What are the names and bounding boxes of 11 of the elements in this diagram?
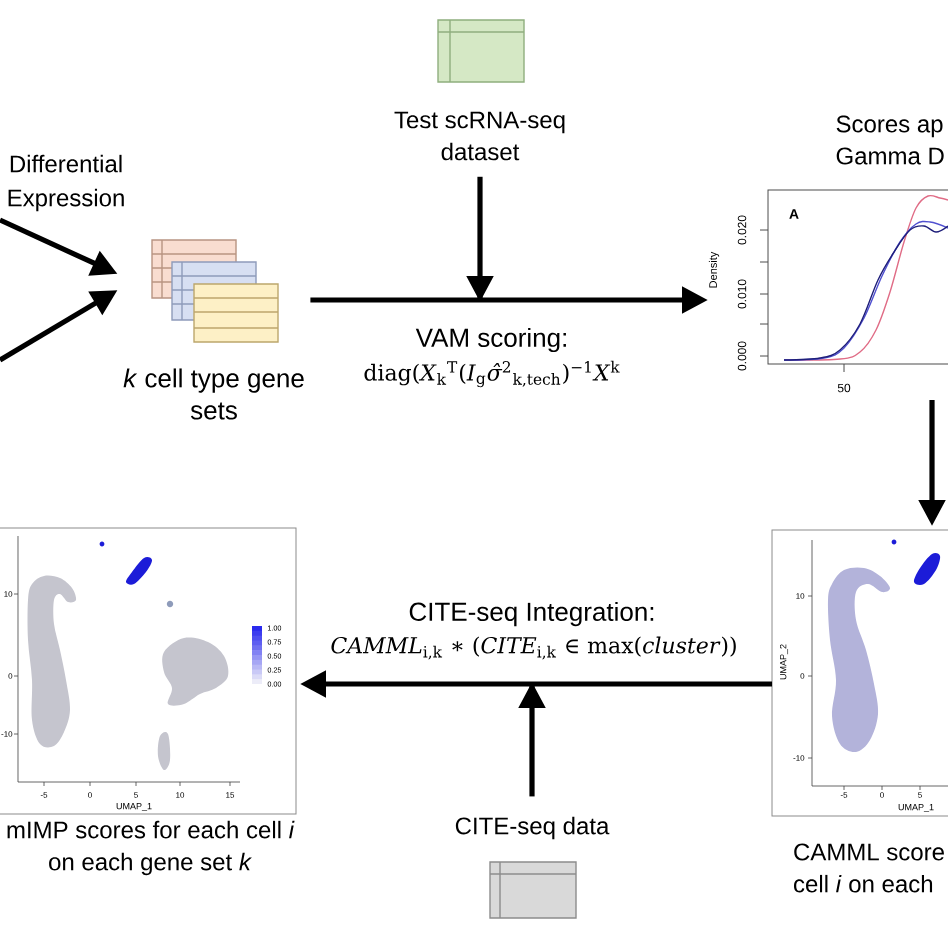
node-label: k cell type gene sets (123, 368, 304, 420)
plot-caption: CAMML score cell i on each (794, 843, 944, 893)
plot-title: Scores ap Gamma D (836, 115, 944, 165)
node-label: CITE-seq data (455, 816, 610, 840)
plot-caption: mIMP scores for each cell i on each gene set k (7, 820, 295, 876)
edge-label: CITE-seq Integration: (406, 599, 658, 629)
edge-label: VAM scoring: (413, 325, 571, 355)
node-label: Test scRNA-seq dataset (394, 111, 565, 161)
edge-label: Differential Expression (0, 152, 136, 214)
formula: CAMML$_{i,k}$ ∗ (CITE$_{i,k}$ ∈ max(cluster)) (329, 635, 739, 661)
formula: diag(X$_{k}$$^{T}$(I$_{g}$σ̂$^{2}$$_{k,tech}$)$^{−1}$X$^{k}$ (362, 359, 622, 389)
